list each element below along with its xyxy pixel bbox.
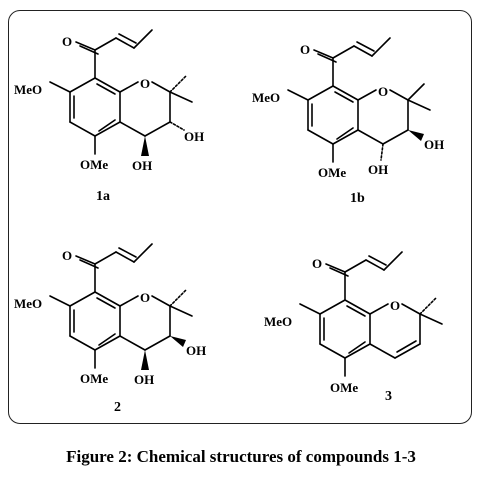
hydroxyl-c3-label: OH: [424, 137, 444, 152]
compound-label-1a: 1a: [96, 189, 110, 204]
ketone-oxygen-label: O: [300, 42, 310, 57]
figure-frame: [8, 10, 472, 424]
compound-label-2: 2: [114, 400, 121, 415]
hydroxyl-c4-label: OH: [134, 372, 154, 387]
ketone-oxygen-label: O: [312, 256, 322, 271]
hydroxyl-c3-label: OH: [186, 343, 206, 358]
ring-oxygen-label: O: [140, 76, 150, 91]
hydroxyl-c4-label: OH: [368, 162, 388, 177]
compound-label-3: 3: [385, 389, 392, 404]
figure-caption: Figure 2: Chemical structures of compoun…: [66, 447, 416, 466]
methoxy-bottom-label: OMe: [318, 165, 346, 180]
methoxy-left-label: MeO: [14, 296, 42, 311]
hydroxyl-c4-label: OH: [132, 158, 152, 173]
hydroxyl-c3-label: OH: [184, 129, 204, 144]
compound-label-1b: 1b: [350, 191, 365, 206]
ketone-oxygen-label: O: [62, 248, 72, 263]
methoxy-left-label: MeO: [14, 82, 42, 97]
ring-oxygen-label: O: [378, 84, 388, 99]
methoxy-left-label: MeO: [264, 314, 292, 329]
methoxy-bottom-label: OMe: [80, 371, 108, 386]
methoxy-bottom-label: OMe: [330, 380, 358, 395]
methoxy-bottom-label: OMe: [80, 157, 108, 172]
ring-oxygen-label: O: [390, 298, 400, 313]
ketone-oxygen-label: O: [62, 34, 72, 49]
methoxy-left-label: MeO: [252, 90, 280, 105]
ring-oxygen-label: O: [140, 290, 150, 305]
